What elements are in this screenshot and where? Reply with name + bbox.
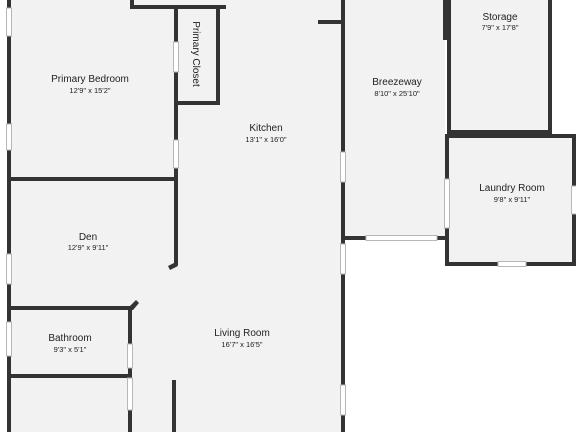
room-dims-living-room: 16'7" x 16'5": [221, 340, 262, 349]
wall-kitchen-top-stub: [318, 20, 343, 24]
window-bath-door-2: [127, 377, 133, 411]
wall-storage-bottom-1: [447, 130, 552, 134]
window-kitchen: [340, 151, 346, 183]
window-living-2: [340, 384, 346, 416]
room-name-storage: Storage: [482, 12, 517, 23]
room-dims-kitchen: 13'1" x 16'0": [245, 135, 286, 144]
room-name-primary-bedroom: Primary Bedroom: [51, 74, 129, 85]
wall-storage-bottom-2: [447, 134, 576, 138]
window-laundry-right: [571, 185, 576, 215]
room-dims-laundry-room: 9'8" x 9'11": [494, 195, 531, 204]
floor-laundry: [449, 137, 573, 264]
room-name-primary-closet: Primary Closet: [190, 21, 201, 87]
wall-bedroom-right: [174, 105, 178, 140]
room-name-living-room: Living Room: [214, 328, 270, 339]
wall-bedroom-right-2: [174, 168, 178, 182]
wall-breezeway-bottom-l: [341, 236, 366, 240]
wall-bath-bottom: [7, 374, 132, 378]
wall-living-partial: [172, 380, 176, 432]
window-bedroom-2: [6, 123, 12, 151]
windows: [6, 7, 576, 416]
window-bath: [6, 321, 12, 357]
room-name-bathroom: Bathroom: [48, 333, 91, 344]
wall-bath-right-3: [128, 410, 132, 432]
room-dims-bathroom: 9'3" x 5'1": [54, 345, 87, 354]
room-name-den: Den: [79, 232, 97, 243]
window-closet: [173, 41, 179, 73]
room-dims-primary-bedroom: 12'9" x 15'2": [69, 86, 110, 95]
floor-storage: [450, 0, 550, 132]
wall-den-bath: [7, 306, 133, 310]
wall-den-corner: [168, 262, 178, 270]
wall-left: [7, 0, 11, 432]
room-dims-breezeway: 8'10" x 25'10": [374, 89, 420, 98]
wall-bath-right-2: [128, 368, 132, 378]
wall-main-right: [341, 0, 345, 432]
window-breezeway-bottom: [365, 235, 438, 241]
room-name-laundry-room: Laundry Room: [479, 183, 545, 194]
room-dims-storage: 7'9" x 17'8": [482, 23, 519, 32]
window-bedroom-1: [6, 7, 12, 37]
wall-closet-bottom: [174, 101, 220, 105]
window-laundry-left: [444, 178, 450, 229]
wall-breezeway-bottom-r: [437, 236, 449, 240]
window-bath-door: [127, 343, 133, 369]
room-labels: Storage 7'9" x 17'8" Breezeway 8'10" x 2…: [48, 12, 544, 354]
wall-den-right: [174, 181, 178, 265]
window-bedroom-door: [173, 139, 179, 169]
wall-top-bedroom: [130, 0, 134, 8]
window-laundry-bottom: [497, 261, 527, 267]
wall-laundry-left-2: [445, 228, 449, 266]
floor-areas: [9, 0, 573, 432]
room-name-kitchen: Kitchen: [249, 123, 282, 134]
wall-storage-left-2: [447, 0, 451, 134]
wall-bath-corner: [130, 300, 139, 310]
room-dims-den: 12'9" x 9'11": [68, 243, 109, 252]
wall-storage-left: [443, 0, 447, 40]
wall-storage-right: [548, 0, 552, 134]
window-den: [6, 253, 12, 285]
wall-laundry-left: [445, 134, 449, 179]
wall-bath-right: [128, 310, 132, 344]
floor-breezeway: [345, 0, 445, 240]
wall-bedroom-den: [7, 177, 178, 181]
window-living-1: [340, 243, 346, 275]
room-name-breezeway: Breezeway: [372, 77, 421, 88]
wall-closet-right: [216, 5, 220, 105]
